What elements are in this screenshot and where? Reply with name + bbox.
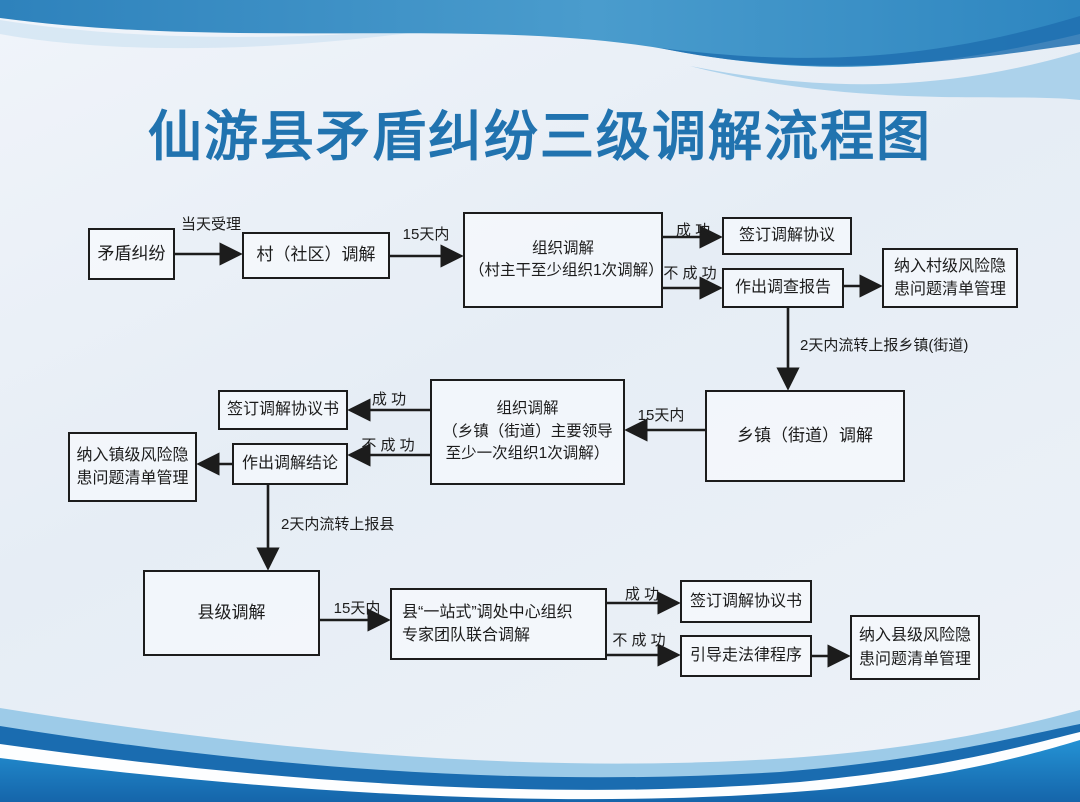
node-county-sign: 签订调解协议书 [680, 580, 812, 623]
bottom-wave-light [0, 708, 1080, 802]
bottom-wave-main [0, 740, 1080, 802]
top-wave-dark [660, 16, 1080, 66]
node-town-mediation: 乡镇（街道）调解 [705, 390, 905, 482]
edge-label-same-day: 当天受理 [180, 216, 241, 233]
edge-label-transfer-county: 2天内流转上报县 [281, 516, 395, 533]
bottom-wave-white [0, 732, 1080, 802]
node-town-risk: 纳入镇级风险隐 患问题清单管理 [68, 432, 197, 502]
node-town-sign: 签订调解协议书 [218, 390, 348, 430]
edge-label-fail-county: 不 成 功 [612, 632, 666, 649]
top-wave-main [0, 0, 1080, 67]
edge-label-success-county: 成 功 [624, 586, 660, 603]
edge-label-15days-county: 15天内 [333, 600, 381, 617]
edge-label-fail-village: 不 成 功 [663, 265, 717, 282]
node-village-risk: 纳入村级风险隐 患问题清单管理 [882, 248, 1018, 308]
bottom-wave-dark [0, 724, 1080, 802]
node-county-risk: 纳入县级风险隐 患问题清单管理 [850, 615, 980, 680]
edge-label-15days-town: 15天内 [637, 407, 685, 424]
node-county-mediation: 县级调解 [143, 570, 320, 656]
edge-label-success-village: 成 功 [675, 222, 711, 239]
edge-label-fail-town: 不 成 功 [361, 437, 415, 454]
bottom-wave-decoration [0, 708, 1080, 802]
edge-label-transfer-town: 2天内流转上报乡镇(街道) [800, 337, 969, 354]
edge-label-15days-village: 15天内 [402, 226, 450, 243]
node-village-sign: 签订调解协议 [722, 217, 852, 255]
node-town-organize: 组织调解 （乡镇（街道）主要领导 至少一次组织1次调解） [430, 379, 625, 485]
node-county-legal: 引导走法律程序 [680, 635, 812, 677]
node-village-report: 作出调查报告 [722, 268, 844, 308]
page-title: 仙游县矛盾纠纷三级调解流程图 [148, 107, 932, 167]
node-dispute: 矛盾纠纷 [88, 228, 175, 280]
node-county-organize: 县“一站式”调处中心组织 专家团队联合调解 [390, 588, 607, 660]
edge-label-success-town: 成 功 [371, 391, 407, 408]
top-wave-sliver [0, 20, 470, 49]
node-town-conclusion: 作出调解结论 [232, 443, 348, 485]
node-village-organize: 组织调解 （村主干至少组织1次调解） [463, 212, 664, 308]
node-village-mediation: 村（社区）调解 [242, 232, 390, 279]
